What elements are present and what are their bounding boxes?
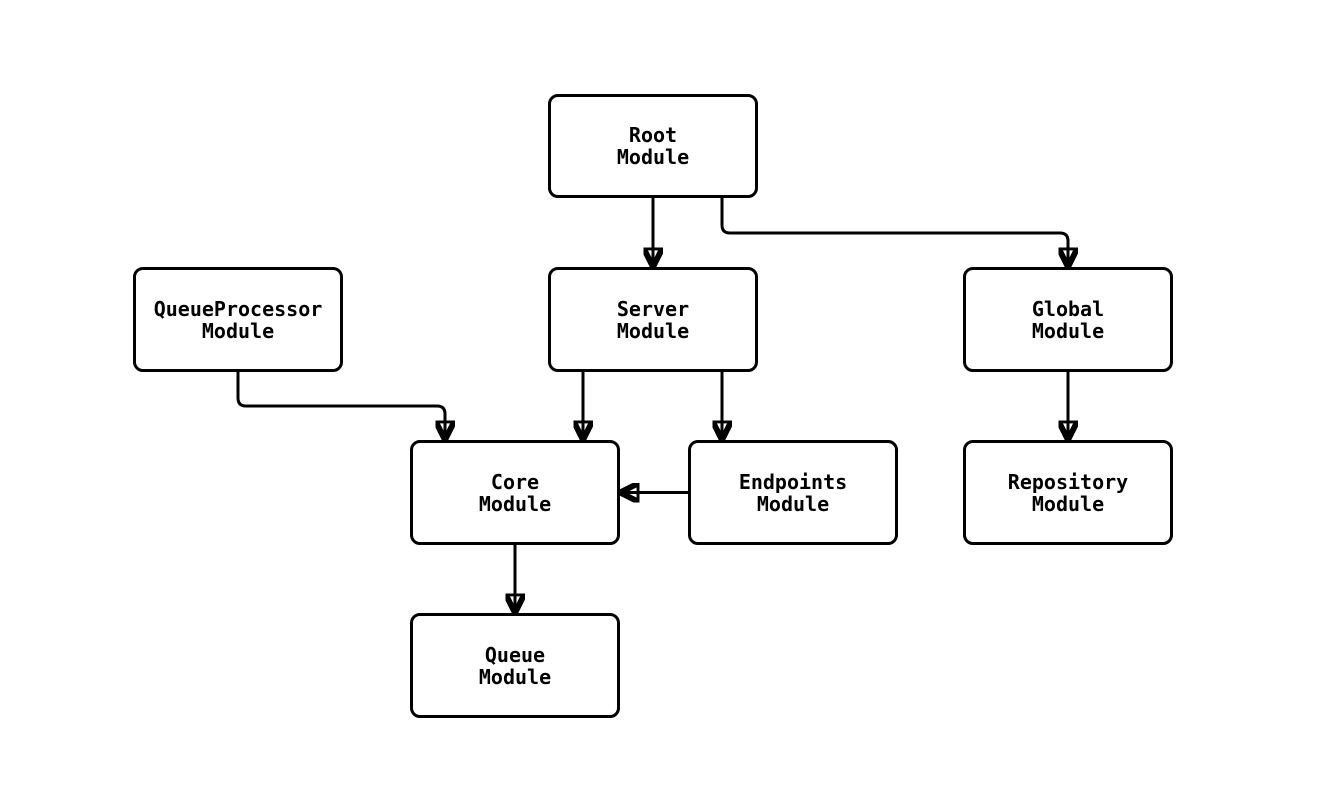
edge-queueprocessor-to-core: [236, 372, 445, 440]
node-server-module-label: Server Module: [616, 296, 690, 343]
node-repository-module-label: Repository Module: [1007, 469, 1129, 516]
node-repository-module: Repository Module: [963, 440, 1173, 545]
edge-root-to-global: [720, 198, 1068, 267]
node-core-module-label: Core Module: [478, 469, 552, 516]
node-global-module-label: Global Module: [1031, 296, 1105, 343]
node-core-module: Core Module: [410, 440, 620, 545]
node-queue-module-label: Queue Module: [478, 642, 552, 689]
node-queueprocessor-module-label: QueueProcessor Module: [153, 296, 323, 343]
node-global-module: Global Module: [963, 267, 1173, 372]
node-queue-module: Queue Module: [410, 613, 620, 718]
node-endpoints-module: Endpoints Module: [688, 440, 898, 545]
node-endpoints-module-label: Endpoints Module: [738, 469, 848, 516]
node-queueprocessor-module: QueueProcessor Module: [133, 267, 343, 372]
node-root-module-label: Root Module: [616, 123, 690, 169]
node-server-module: Server Module: [548, 267, 758, 372]
node-root-module: Root Module: [548, 94, 758, 198]
